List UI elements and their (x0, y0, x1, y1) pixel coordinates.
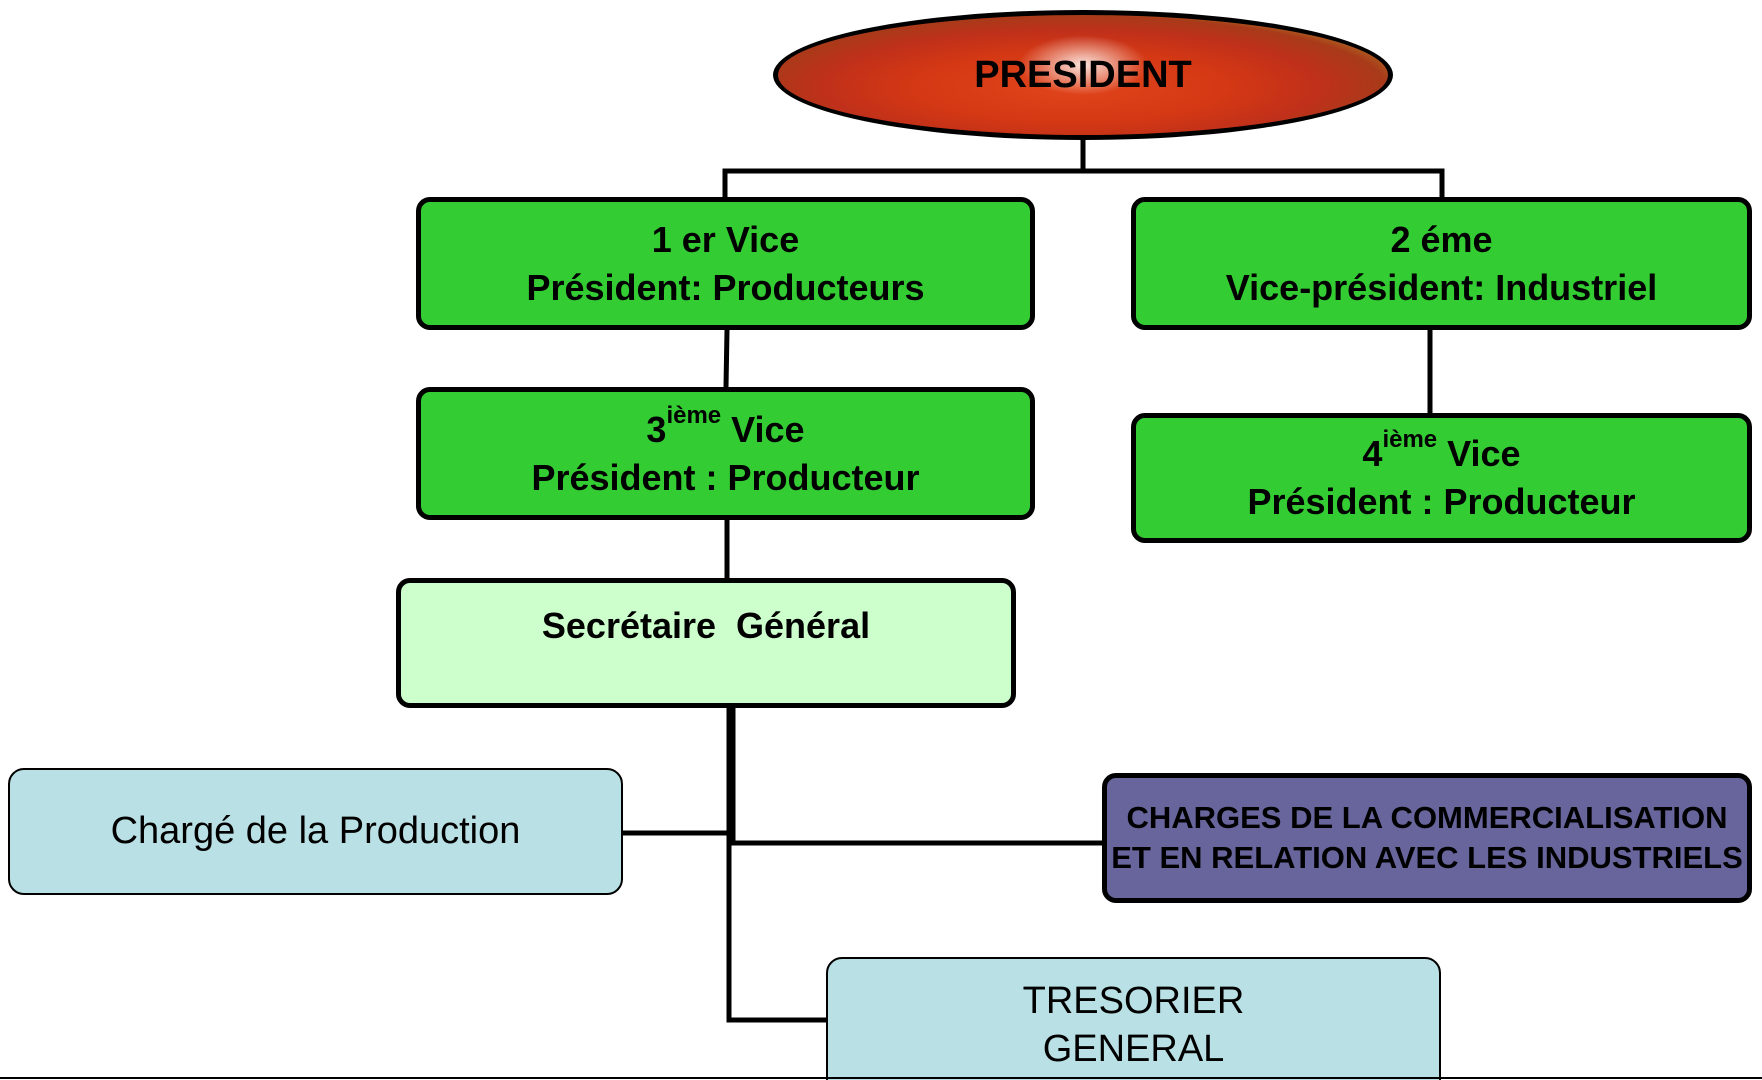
vice-president-1-node: 1 er Vice Président: Producteurs (416, 197, 1035, 330)
secretary-label: Secrétaire Général (541, 605, 871, 646)
president-shine (1018, 35, 1148, 96)
president-node: PRESIDENT (773, 10, 1393, 140)
connector-vp1-vp3 (723, 327, 730, 390)
vp4-number: 4 (1362, 433, 1383, 474)
vp3-title: 3ième Vice (646, 403, 805, 454)
commercial-line-2: ET EN RELATION AVEC LES INDUSTRIELS (1111, 840, 1743, 875)
commercialisation-node: CHARGES DE LA COMMERCIALISATION ET EN RE… (1102, 773, 1752, 903)
vp3-vice: Vice (721, 408, 805, 450)
vp4-title: 4ième Vice (1362, 428, 1521, 478)
vp3-number: 3 (646, 408, 667, 450)
production-label: Chargé de la Production (110, 810, 521, 852)
vp1-title: 1 er Vice (651, 218, 800, 260)
vice-president-3-node: 3ième Vice Président : Producteur (416, 387, 1035, 520)
bottom-rule (0, 1077, 1762, 1079)
vp1-role: Président: Producteurs (526, 266, 925, 308)
secretary-general-node: Secrétaire Général (396, 578, 1016, 708)
vp3-superscript: ième (666, 401, 722, 429)
vp4-vice: Vice (1437, 433, 1521, 474)
treasurer-node: TRESORIER GENERAL (826, 957, 1441, 1080)
vice-president-2-node: 2 éme Vice-président: Industriel (1131, 197, 1752, 330)
vice-president-4-node: 4ième Vice Président : Producteur (1131, 413, 1752, 543)
vp2-title: 2 éme (1390, 218, 1493, 260)
vp4-role: Président : Producteur (1247, 481, 1636, 522)
president-label: PRESIDENT (974, 53, 1192, 96)
treasurer-line-2: GENERAL (1042, 1028, 1225, 1070)
vp2-role: Vice-président: Industriel (1225, 266, 1658, 308)
treasurer-line-1: TRESORIER (1022, 980, 1245, 1022)
production-officer-node: Chargé de la Production (8, 768, 623, 895)
vp3-role: Président : Producteur (531, 456, 920, 498)
commercial-line-1: CHARGES DE LA COMMERCIALISATION (1126, 800, 1728, 835)
vp4-superscript: ième (1382, 426, 1438, 453)
